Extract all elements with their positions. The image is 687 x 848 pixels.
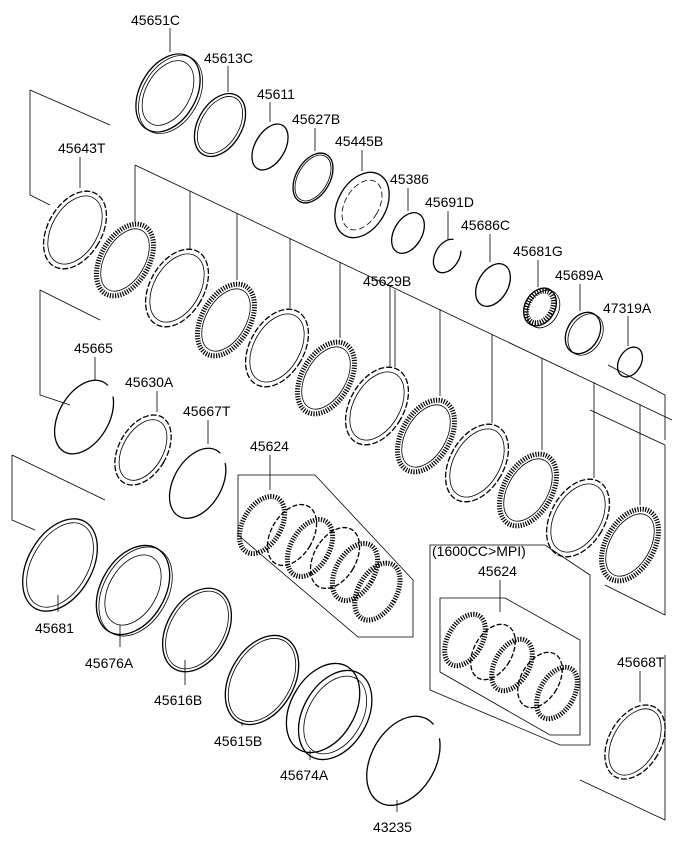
label-45691D: 45691D	[425, 194, 475, 210]
ring-45445B	[334, 171, 390, 239]
label-45445B: 45445B	[335, 133, 384, 149]
clutch-pack-45629B	[42, 165, 661, 584]
kit-box-45624-mpi	[429, 544, 591, 746]
ring-45686C	[475, 263, 511, 307]
ring-45616B	[161, 587, 233, 673]
label-45676A: 45676A	[85, 655, 134, 671]
label-45665: 45665	[74, 340, 113, 356]
retainer-45674A	[285, 662, 373, 761]
label-47319A: 47319A	[603, 300, 652, 316]
label-45630A: 45630A	[125, 374, 174, 390]
ring-45689A	[564, 311, 604, 356]
friction-kit-45624-mpi	[442, 611, 580, 722]
ring-45611	[251, 123, 289, 171]
label-45667T: 45667T	[183, 403, 231, 419]
ring-45627B	[292, 152, 334, 204]
label-45613C: 45613C	[204, 50, 254, 66]
label-45681G: 45681G	[513, 243, 563, 259]
label-45611: 45611	[257, 86, 295, 102]
kit-box-45624	[237, 474, 414, 638]
ring-47319A	[616, 346, 644, 378]
snap-ring-45691D	[432, 238, 462, 274]
label-43235: 43235	[373, 819, 412, 835]
ring-45651C	[135, 53, 204, 134]
ring-45630A	[114, 414, 172, 486]
piston-45676A	[95, 544, 173, 637]
bracket-lines	[11, 89, 673, 821]
ring-45613C	[193, 92, 247, 158]
label-45643T: 45643T	[58, 140, 106, 156]
label-45674A: 45674A	[280, 767, 329, 783]
ring-45668T	[604, 704, 666, 780]
snap-ring-45665	[53, 379, 115, 455]
friction-kit-45624	[236, 494, 403, 623]
label-45624-mpi: 45624	[478, 563, 517, 579]
label-45627B: 45627B	[292, 111, 341, 127]
snap-ring-45667T	[168, 447, 227, 519]
snap-ring-43235	[366, 715, 441, 806]
label-45615B: 45615B	[214, 733, 263, 749]
label-45629B: 45629B	[363, 273, 412, 289]
label-45616B: 45616B	[154, 692, 203, 708]
label-45624: 45624	[250, 438, 289, 454]
ring-45386	[390, 212, 426, 254]
label-45689A: 45689A	[555, 267, 604, 283]
label-45651C: 45651C	[131, 12, 181, 28]
label-45681: 45681	[35, 620, 74, 636]
bearing-45681G	[522, 287, 561, 329]
label-45668T: 45668T	[617, 654, 665, 670]
ring-45615B	[224, 634, 300, 726]
label-45386: 45386	[390, 171, 429, 187]
ring-45681	[22, 518, 98, 612]
variant-note: (1600CC>MPI)	[432, 543, 526, 559]
label-45686C: 45686C	[461, 217, 511, 233]
